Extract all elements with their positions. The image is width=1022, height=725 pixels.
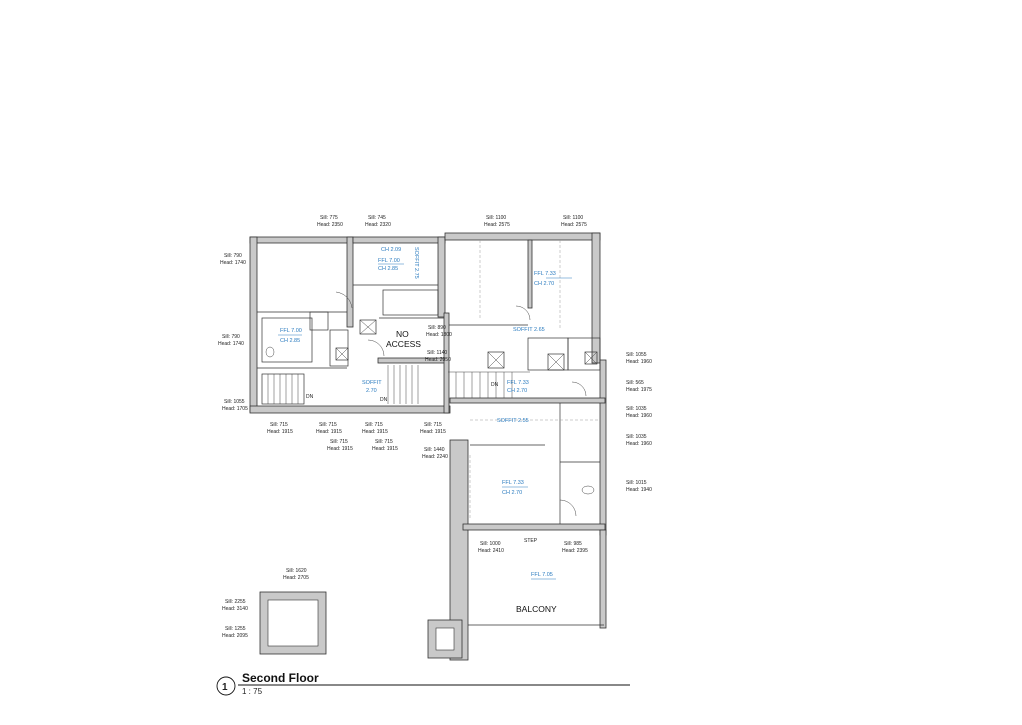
level-tag: FFL 7.33 xyxy=(534,271,556,277)
level-tag: FFL 7.33 xyxy=(507,380,529,386)
window-tag: Sill: 1000 xyxy=(480,541,501,547)
window-tag: Sill: 890 xyxy=(428,325,446,331)
window-tag: Sill: 790 xyxy=(224,253,242,259)
level-tag: FFL 7.33 xyxy=(502,480,524,486)
window-tag: Head: 1915 xyxy=(327,446,353,452)
window-tag: Sill: 715 xyxy=(375,439,393,445)
window-tag: Sill: 745 xyxy=(368,215,386,221)
level-tags: FFL 7.00 CH 2.85 CH 2.09 FFL 7.00 CH 2.8… xyxy=(278,247,572,580)
window-tag: Head: 1960 xyxy=(626,359,652,365)
window-tag: Head: 2575 xyxy=(561,222,587,228)
room-labels: NO ACCESS BALCONY DN DN DN STEP xyxy=(306,329,557,614)
window-tag: Sill: 715 xyxy=(330,439,348,445)
drawing-title: Second Floor xyxy=(242,671,319,685)
window-tag: Head: 3140 xyxy=(222,606,248,612)
window-tag: Head: 1705 xyxy=(222,406,248,412)
soffit-tag: SOFFIT 2.65 xyxy=(513,327,545,333)
window-tag: Sill: 1035 xyxy=(626,406,647,412)
window-tag: Sill: 565 xyxy=(626,380,644,386)
level-tag: FFL 7.05 xyxy=(531,572,553,578)
level-tag: CH 2.70 xyxy=(534,281,554,287)
soffit-tag: SOFFIT 2.75 xyxy=(413,247,419,279)
drawing-title-block: 1 Second Floor 1 : 75 xyxy=(216,671,630,696)
window-tag: Head: 2575 xyxy=(484,222,510,228)
balcony-label: BALCONY xyxy=(516,604,557,614)
interior-partitions xyxy=(257,240,604,626)
level-tag: FFL 7.00 xyxy=(378,258,400,264)
window-tag: Sill: 1440 xyxy=(424,447,445,453)
window-tag: Head: 1915 xyxy=(420,429,446,435)
window-tag: Sill: 2255 xyxy=(225,599,246,605)
window-tag: Head: 1740 xyxy=(220,260,246,266)
view-number: 1 xyxy=(222,682,228,693)
window-tag: Head: 1915 xyxy=(372,446,398,452)
window-tag: Head: 2240 xyxy=(422,454,448,460)
soffit-tag: SOFFIT 2.55 xyxy=(497,418,529,424)
window-tag: Sill: 1100 xyxy=(563,215,583,221)
down-label: DN xyxy=(491,382,499,388)
window-tag: Head: 1915 xyxy=(267,429,293,435)
level-tag: CH 2.85 xyxy=(280,338,300,344)
window-tag: Sill: 1140 xyxy=(427,350,447,356)
window-tag: Sill: 790 xyxy=(222,334,240,340)
level-tag: CH 2.70 xyxy=(507,388,527,394)
down-label: DN xyxy=(380,397,388,403)
window-tag: Head: 1915 xyxy=(362,429,388,435)
level-tag: CH 2.85 xyxy=(378,266,398,272)
window-tag: Sill: 715 xyxy=(270,422,288,428)
no-access-label-line2: ACCESS xyxy=(386,339,421,349)
level-tag: CH 2.70 xyxy=(502,490,522,496)
soffit-tag: 2.70 xyxy=(366,388,377,394)
level-tag: CH 2.09 xyxy=(381,247,401,253)
no-access-label-line1: NO xyxy=(396,329,409,339)
view-number-circle xyxy=(216,676,236,696)
window-tag: Sill: 1620 xyxy=(286,568,307,574)
window-tags: Sill: 775 Head: 2350 Sill: 745 Head: 232… xyxy=(218,215,652,639)
window-tag: Head: 2050 xyxy=(425,357,451,363)
window-tag: Sill: 775 xyxy=(320,215,338,221)
soffit-tag: SOFFIT xyxy=(362,380,382,386)
window-tag: Head: 1960 xyxy=(626,413,652,419)
down-label: DN xyxy=(306,394,314,400)
window-tag: Head: 1800 xyxy=(426,332,452,338)
window-tag: Sill: 985 xyxy=(564,541,582,547)
window-tag: Sill: 1035 xyxy=(626,434,647,440)
window-tag: Sill: 1100 xyxy=(486,215,506,221)
window-tag: Head: 2095 xyxy=(222,633,248,639)
window-tag: Sill: 1015 xyxy=(626,480,647,486)
window-tag: Sill: 715 xyxy=(365,422,383,428)
window-tag: Head: 1960 xyxy=(626,441,652,447)
window-tag: Head: 2350 xyxy=(317,222,343,228)
level-tag: FFL 7.00 xyxy=(280,328,302,334)
window-tag: Head: 2705 xyxy=(283,575,309,581)
window-tag: Head: 1740 xyxy=(218,341,244,347)
window-tag: Sill: 1255 xyxy=(225,626,246,632)
window-tag: Sill: 715 xyxy=(319,422,337,428)
drawing-scale: 1 : 75 xyxy=(242,687,263,696)
window-tag: Head: 2395 xyxy=(562,548,588,554)
window-tag: Head: 1940 xyxy=(626,487,652,493)
window-tag: Head: 1915 xyxy=(316,429,342,435)
window-tag: Sill: 1055 xyxy=(626,352,647,358)
window-tag: Head: 2410 xyxy=(478,548,504,554)
step-label: STEP xyxy=(524,538,538,544)
window-tag: Head: 1975 xyxy=(626,387,652,393)
window-tag: Sill: 715 xyxy=(424,422,442,428)
window-tag: Head: 2320 xyxy=(365,222,391,228)
wall-structure xyxy=(249,232,607,661)
window-tag: Sill: 1055 xyxy=(224,399,245,405)
